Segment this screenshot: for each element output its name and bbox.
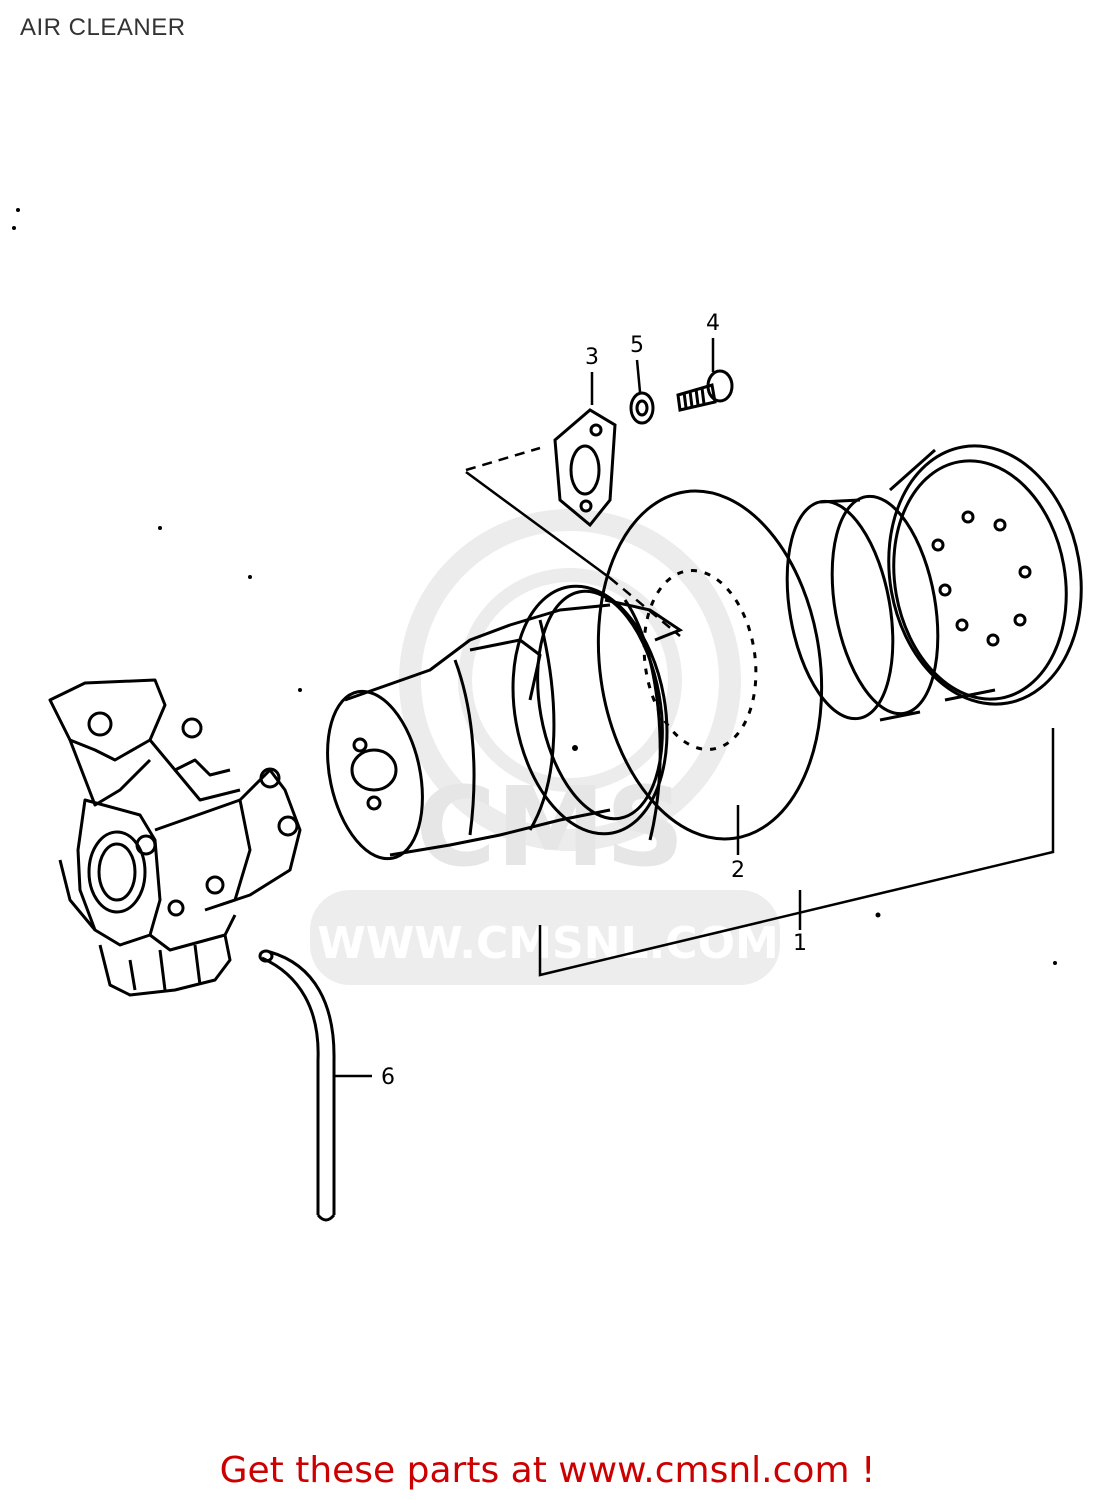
screw-part-4: [676, 369, 734, 412]
air-cleaner-case: [326, 584, 669, 861]
callout-1: 1: [793, 931, 807, 956]
callout-6: 6: [381, 1065, 395, 1090]
callout-3: 3: [585, 345, 599, 370]
hose-part-6: [258, 949, 336, 1222]
callout-4: 4: [706, 311, 720, 336]
bracket-part-3: [553, 408, 617, 528]
element-part-2: [596, 489, 824, 841]
leader-lines: [333, 338, 1055, 1078]
callout-labels: 1 2 3 4 5 6: [381, 311, 807, 1090]
band-ring: [785, 494, 940, 722]
scan-specks: [12, 208, 1057, 965]
callout-5: 5: [630, 333, 644, 358]
watermark-url: WWW.CMSNL.COM: [317, 918, 779, 969]
washer-part-5: [629, 391, 655, 425]
watermark-logo-text: CMS: [415, 763, 684, 891]
watermark-logo: CMS WWW.CMSNL.COM: [310, 509, 780, 985]
callout-2: 2: [731, 858, 745, 883]
cover: [887, 444, 1083, 706]
page-title: AIR CLEANER: [20, 14, 186, 41]
carburetor: [48, 678, 302, 997]
get-parts-link[interactable]: Get these parts at www.cmsnl.com !: [219, 1450, 876, 1491]
